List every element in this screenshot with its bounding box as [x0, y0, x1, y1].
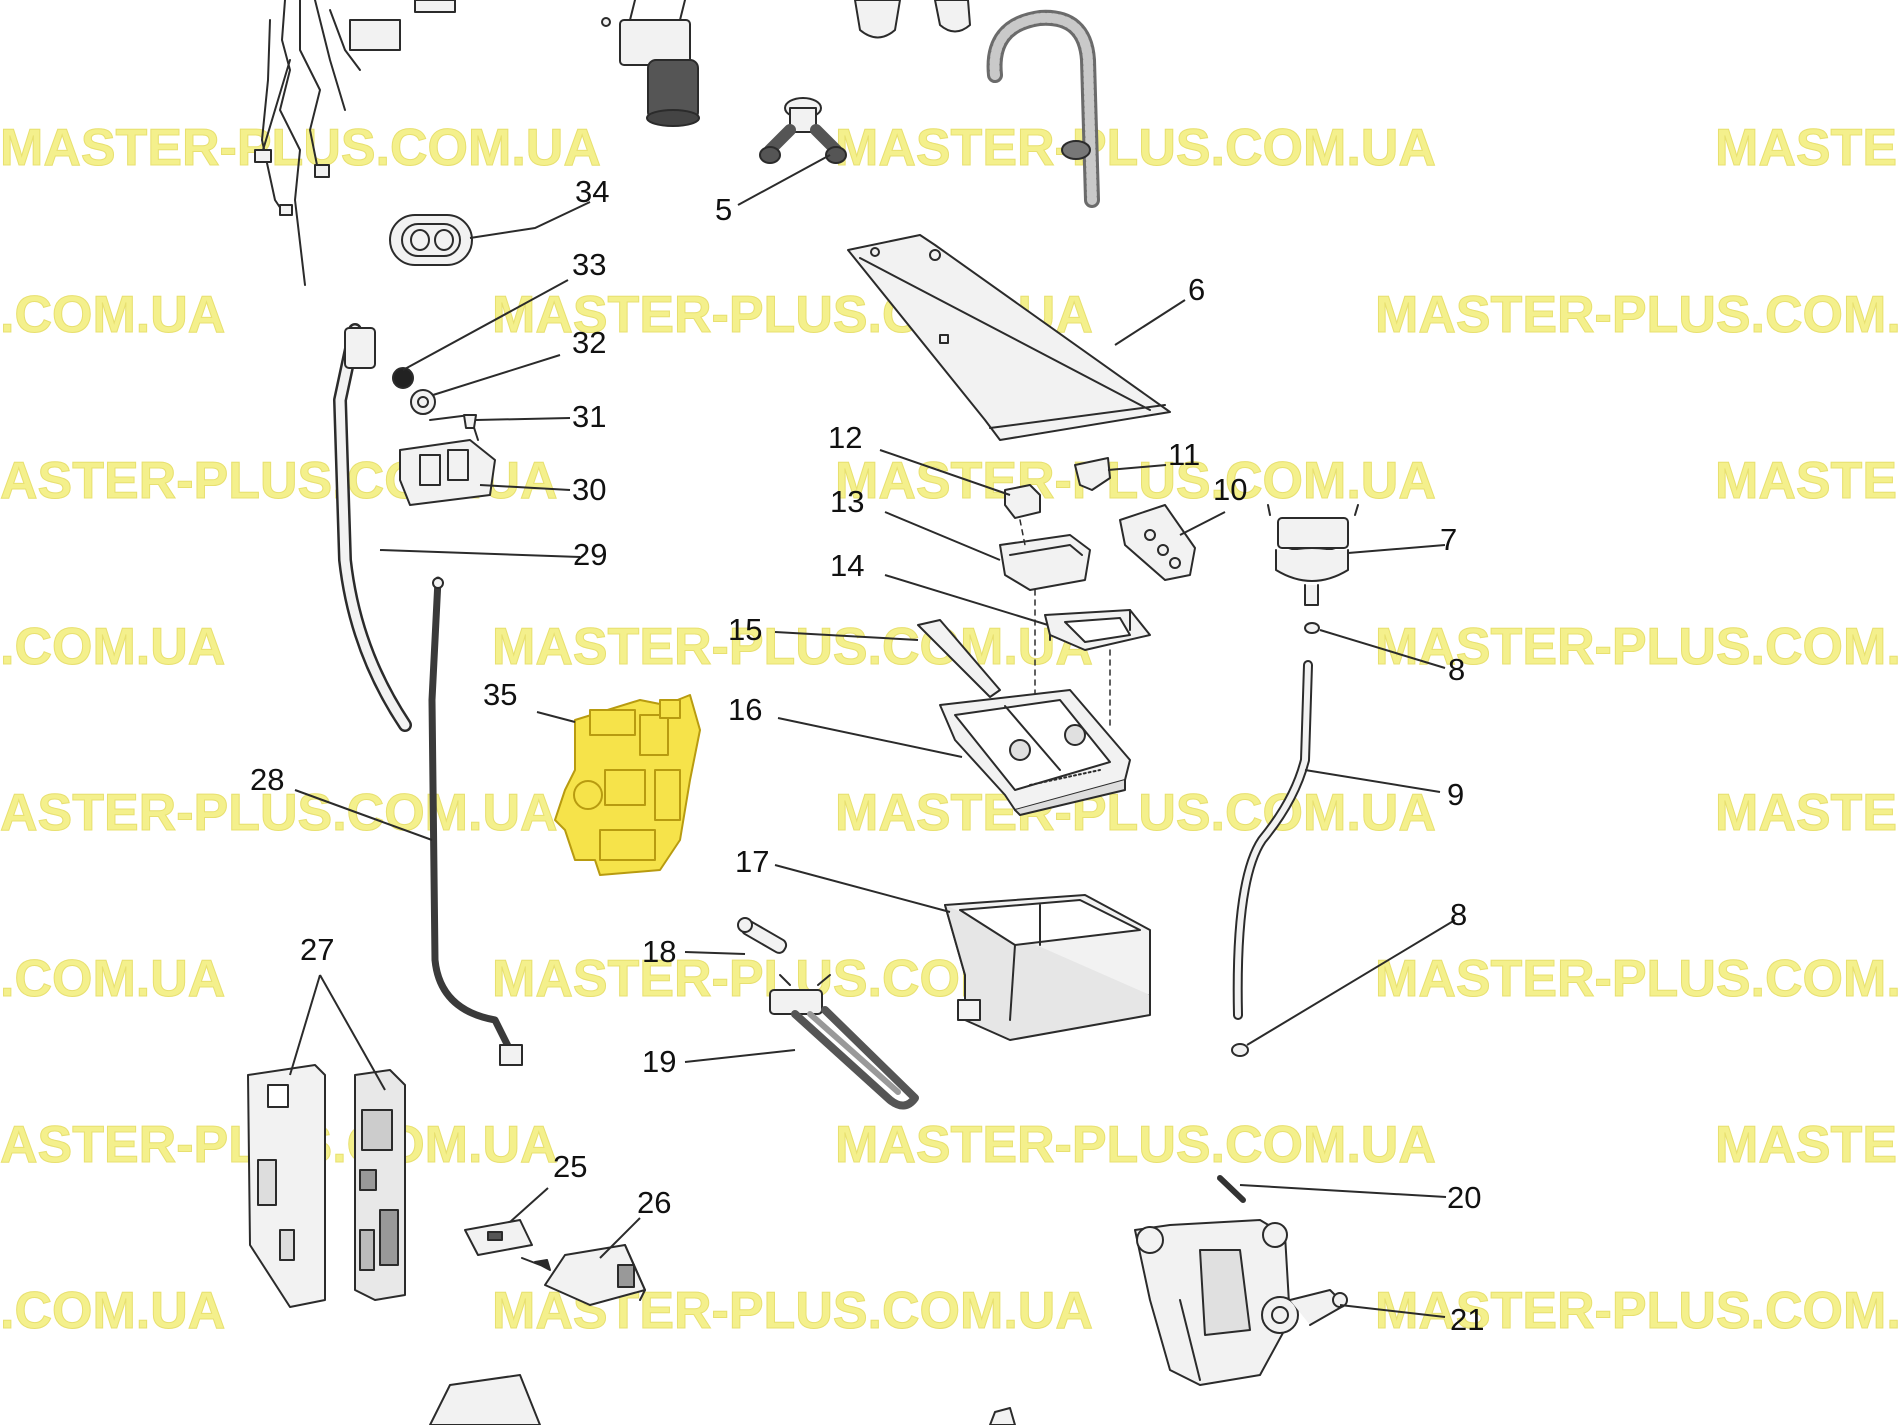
callout-8-upper: 8: [1448, 652, 1465, 687]
watermark-text: MASTER-PLUS.COM.UA: [0, 119, 601, 177]
heating-element-part-19: [769, 974, 919, 1110]
drain-pump-top: [601, 0, 700, 127]
callout-17: 17: [735, 844, 769, 879]
callout-33: 33: [572, 247, 606, 282]
watermark-text: MASTER-PLUS.COM.UA: [1375, 1282, 1900, 1340]
callout-20: 20: [1447, 1180, 1481, 1215]
watermark-text: ASTER-PLUS.COM.UA: [0, 784, 558, 842]
callout-29: 29: [573, 537, 607, 572]
cap-part-12: [1004, 484, 1041, 519]
parts-layer: [247, 0, 1359, 1425]
watermark-text: MASTER-PLUS.COM.UA: [1375, 950, 1900, 1008]
watermark-text: MASTE: [1715, 119, 1897, 177]
pin-part-31: [463, 414, 477, 429]
connectors-top: [854, 0, 971, 39]
bottom-part-fragment: [989, 1407, 1016, 1425]
hose-part-9: [1232, 660, 1313, 1020]
callout-21: 21: [1450, 1302, 1484, 1337]
callout-9: 9: [1447, 777, 1464, 812]
motor-part-21: [1134, 1219, 1348, 1386]
callout-6: 6: [1188, 272, 1205, 307]
callout-11: 11: [1168, 437, 1200, 472]
clip-part-11: [1074, 457, 1111, 491]
callout-10: 10: [1213, 472, 1247, 507]
watermark-text: .COM.UA: [0, 286, 225, 344]
drawer-housing-part-17: [944, 894, 1151, 1041]
callout-13: 13: [830, 484, 864, 519]
cable-part-28: [428, 576, 523, 1066]
callout-26: 26: [637, 1185, 671, 1220]
chip-part-25: [464, 1219, 533, 1256]
watermark-text: MASTER-PLUS.COM.UA: [835, 452, 1436, 510]
callout-30: 30: [572, 472, 606, 507]
callout-31: 31: [572, 399, 606, 434]
watermark-text: MASTER-PLUS.COM.UA: [492, 618, 1093, 676]
highlighted-assembly-part-35: [554, 694, 701, 876]
callout-16: 16: [728, 692, 762, 727]
watermark-text: MASTE: [1715, 1116, 1897, 1174]
frame-part-14: [1044, 609, 1151, 651]
watermark-text: MASTER-PLUS.COM.UA: [1375, 286, 1900, 344]
callout-14: 14: [830, 548, 864, 583]
watermark-text: .COM.UA: [0, 950, 225, 1008]
control-board-part-27: [247, 1064, 406, 1308]
callout-8-lower: 8: [1450, 897, 1467, 932]
drain-hose: [986, 9, 1100, 208]
callout-7: 7: [1440, 522, 1457, 557]
callout-28: 28: [250, 762, 284, 797]
wiring-harness: [254, 0, 456, 286]
watermark-text: MASTE: [1715, 784, 1897, 842]
leader-lines: [289, 154, 1456, 1318]
ring-part-8-upper: [1304, 622, 1320, 634]
y-connector-part-5: [759, 97, 847, 164]
watermark-text: MASTER-PLUS.COM.UA: [492, 1282, 1093, 1340]
watermark-text: .COM.UA: [0, 1282, 225, 1340]
arrow-25-to-26: [521, 1257, 551, 1271]
assembly-guides: [1019, 519, 1111, 731]
watermark-text: MASTER-PLUS.COM.UA: [835, 119, 1436, 177]
top-plate-part-6: [847, 234, 1171, 441]
ring-part-8-lower: [1231, 1043, 1249, 1057]
bottom-part-fragment: [429, 1374, 541, 1425]
callout-27: 27: [300, 932, 334, 967]
seal-part-32: [410, 389, 436, 415]
cover-part-10: [1119, 504, 1196, 581]
watermark-text: MASTER-PLUS.COM.UA: [835, 784, 1436, 842]
module-part-26: [544, 1244, 646, 1306]
bolt-part-18: [737, 917, 788, 954]
watermark-text: .COM.UA: [0, 618, 225, 676]
callout-numbers: 5 6 7 8 9 8 10 11 12 13 14 15 16 17 18 1…: [250, 174, 1484, 1337]
watermark-text: MASTER-PLUS.COM.UA: [1375, 618, 1900, 676]
ball-part-33: [392, 367, 414, 389]
callout-32: 32: [572, 325, 606, 360]
callout-35: 35: [483, 677, 517, 712]
callout-25: 25: [553, 1149, 587, 1184]
grommet-part-34: [389, 214, 473, 266]
callout-34: 34: [575, 174, 609, 209]
pressure-switch-part-7: [1267, 504, 1359, 606]
tray-part-13: [999, 534, 1091, 591]
lever-part-15: [917, 619, 1001, 698]
callout-18: 18: [642, 934, 676, 969]
callout-15: 15: [728, 612, 762, 647]
watermark-text: MASTER-PLUS.COM.UA: [835, 1116, 1436, 1174]
callout-12: 12: [828, 420, 862, 455]
screw-part-20: [1217, 1175, 1246, 1203]
detergent-drawer-part-16: [939, 689, 1131, 816]
callout-19: 19: [642, 1044, 676, 1079]
callout-5: 5: [715, 192, 732, 227]
watermark-layer: MASTER-PLUS.COM.UA MASTER-PLUS.COM.UA MA…: [0, 119, 1900, 1341]
valve-assembly-part-30: [399, 414, 496, 506]
hose-part-29: [333, 323, 412, 732]
watermark-text: MASTE: [1715, 452, 1897, 510]
